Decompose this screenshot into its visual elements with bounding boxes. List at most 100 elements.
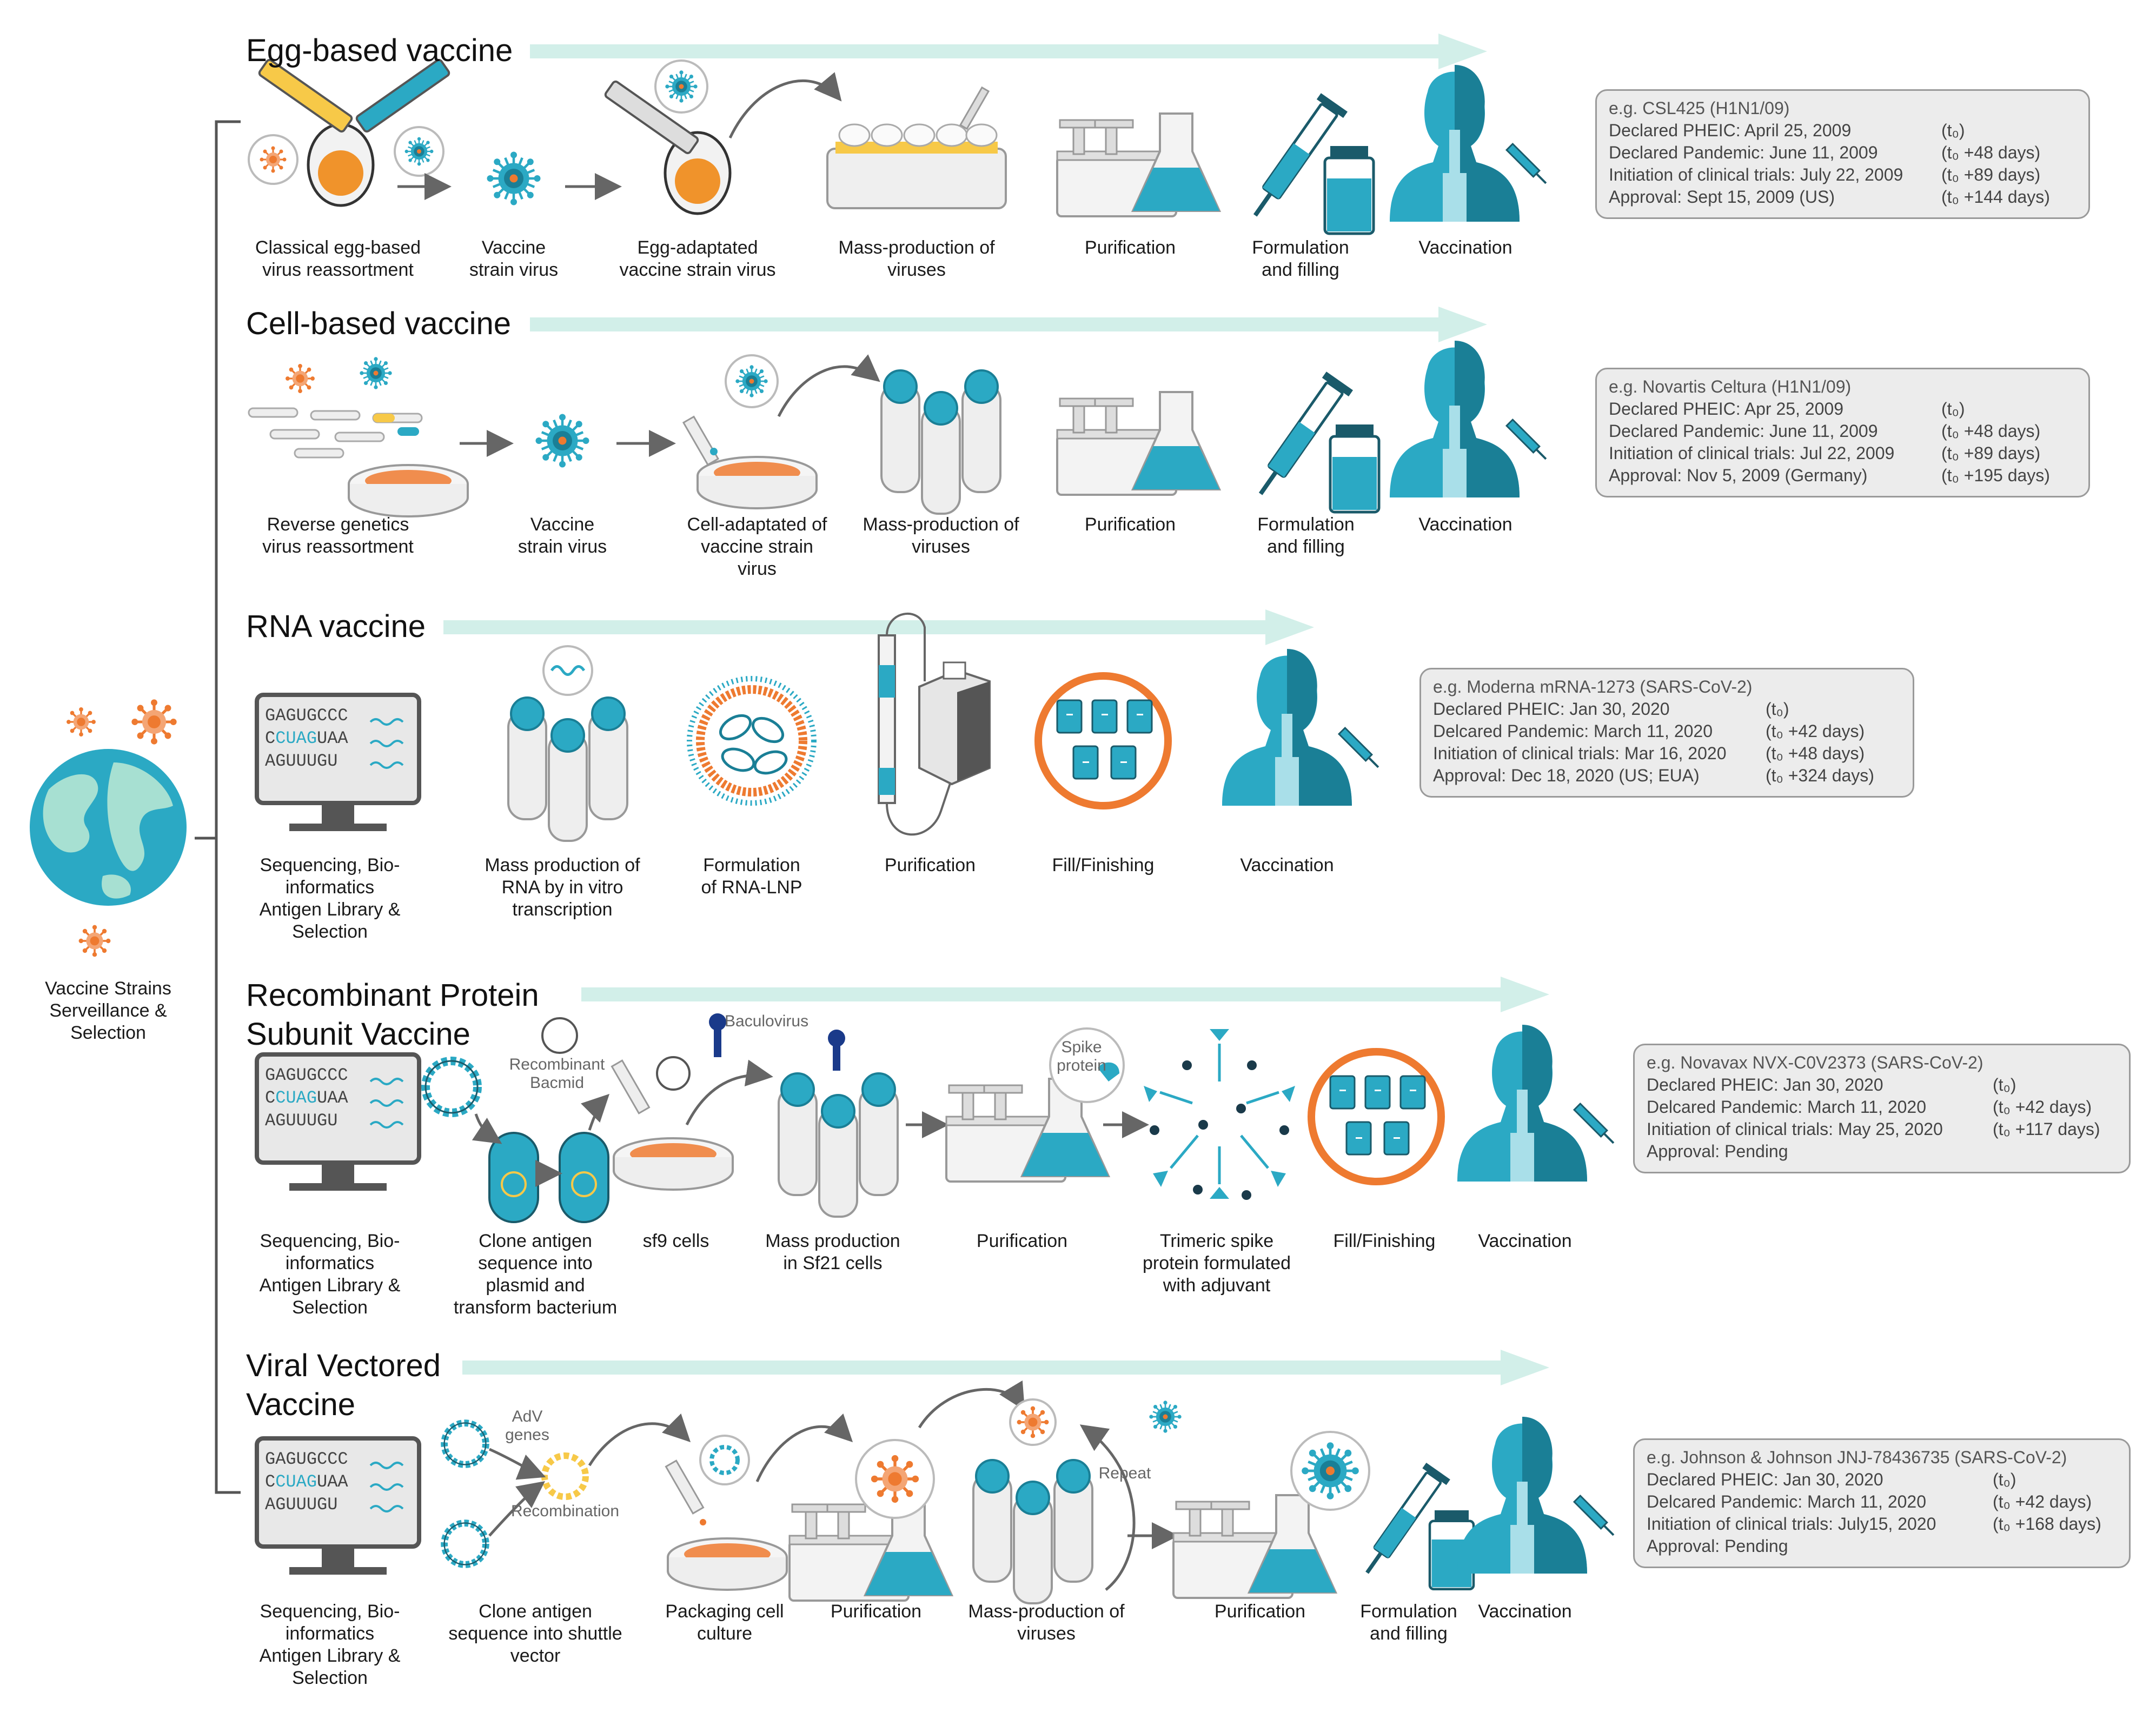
baculovirus-icon	[709, 1013, 845, 1071]
trimeric-spike-icon	[1144, 1029, 1295, 1200]
sequence-text: GAGUGCCC CCUAGUAA AGUUUGU	[265, 706, 348, 771]
cell-adaptation-icon	[682, 354, 818, 509]
vaccination-icon	[1456, 1024, 1618, 1183]
egg-adapted-icon	[604, 59, 730, 214]
bioreactor-icon	[880, 369, 1001, 515]
example-timeline-box: e.g. Novavax NVX-C0V2373 (SARS-CoV-2) De…	[1633, 1044, 2131, 1173]
step-label: Purification	[976, 1231, 1068, 1251]
rna-vaccine-title: RNA vaccine	[246, 609, 426, 644]
baculovirus-annotation: Baculovirus	[725, 1012, 809, 1030]
pipeline-bracket	[195, 120, 241, 1494]
cell-vaccine-title: Cell-based vaccine	[246, 306, 512, 341]
repeat-arrow	[1079, 1424, 1136, 1591]
purification-column-icon	[878, 613, 991, 836]
virus-icon	[487, 152, 541, 205]
recombination-annotation: Recombination	[510, 1502, 620, 1520]
step-label: sf9 cells	[642, 1231, 709, 1251]
virus-icon	[536, 414, 589, 468]
egg-reassortment-icon	[248, 58, 450, 205]
step-label: Vaccination	[1478, 1601, 1572, 1622]
step-label: Purification	[1214, 1601, 1306, 1622]
example-timeline-box: e.g. Moderna mRNA-1273 (SARS-CoV-2) Decl…	[1419, 668, 1914, 798]
globe-icon	[30, 749, 187, 906]
timeline-arrow	[443, 609, 1314, 645]
egg-vaccine-title: Egg-based vaccine	[246, 33, 513, 68]
virus-icon	[1148, 1399, 1183, 1434]
cloning-icon	[426, 1017, 610, 1223]
bioreactor-icon	[778, 1072, 899, 1218]
timeline-arrow	[462, 1350, 1549, 1385]
step-label: Purification	[830, 1601, 922, 1622]
flow-arrow	[777, 354, 880, 417]
egg-tray-icon	[826, 86, 1007, 209]
example-timeline-box: e.g. CSL425 (H1N1/09) Declared PHEIC: Ap…	[1595, 89, 2090, 219]
timeline-arrow	[530, 307, 1487, 342]
packaging-cell-icon	[665, 1435, 788, 1591]
step-label: Fill/Finishing	[1052, 855, 1155, 875]
virus-icon	[65, 706, 97, 738]
example-timeline-box: e.g. Novartis Celtura (H1N1/09) Declared…	[1595, 368, 2090, 497]
step-label: Vaccination	[1418, 237, 1512, 258]
step-label: Vaccination	[1418, 514, 1512, 535]
sequence-text: GAGUGCCC CCUAGUAA AGUUUGU	[265, 1449, 348, 1515]
timeline-arrow	[581, 977, 1549, 1012]
vaccination-icon	[1389, 64, 1550, 223]
reverse-genetics-icon	[248, 356, 469, 517]
formulation-filling-icon	[1248, 371, 1379, 512]
vaccination-icon	[1456, 1416, 1618, 1575]
flow-arrow	[918, 1380, 1025, 1429]
fill-finishing-icon	[1038, 676, 1168, 806]
formulation-filling-icon	[1242, 93, 1374, 234]
purification-icon	[788, 1439, 953, 1602]
shuttle-vector-icon	[445, 1414, 691, 1565]
timeline-arrow	[530, 34, 1487, 69]
purification-icon	[1172, 1431, 1370, 1599]
sequence-text: GAGUGCCC CCUAGUAA AGUUUGU	[265, 1065, 348, 1131]
step-label: Purification	[1084, 514, 1176, 535]
virus-icon	[77, 924, 112, 958]
lnp-icon	[687, 676, 817, 806]
vaccination-icon	[1221, 648, 1383, 807]
purification-icon	[945, 1027, 1125, 1183]
repeat-annotation: Repeat	[1098, 1464, 1151, 1482]
step-label: Purification	[884, 855, 976, 875]
rna-bioreactor-icon	[507, 645, 628, 842]
bioreactor-icon	[972, 1398, 1093, 1604]
fill-finishing-icon	[1311, 1052, 1441, 1182]
flow-arrow	[755, 1414, 853, 1483]
sf9-cells-icon	[611, 1056, 734, 1191]
example-timeline-box: e.g. Johnson & Johnson JNJ-78436735 (SAR…	[1633, 1438, 2131, 1568]
flow-arrow	[728, 72, 842, 139]
vaccination-icon	[1389, 340, 1550, 499]
step-label: Vaccination	[1240, 855, 1334, 875]
step-label: Purification	[1084, 237, 1176, 258]
